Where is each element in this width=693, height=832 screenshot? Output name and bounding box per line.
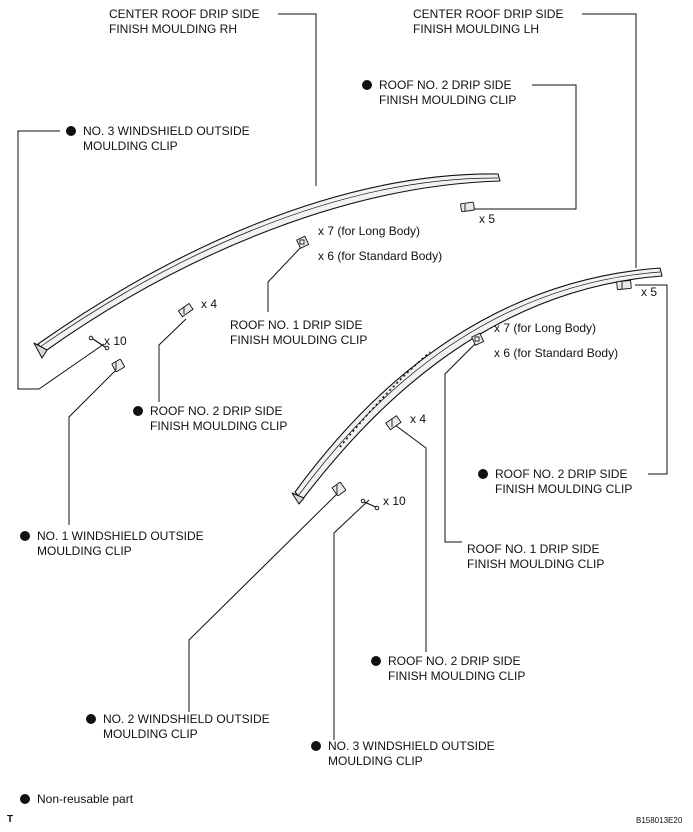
label-center-roof-drip-rh: CENTER ROOF DRIP SIDE FINISH MOULDING RH: [109, 7, 259, 37]
qty-x6-right: x 6 (for Standard Body): [494, 346, 619, 360]
non-reusable-dot-icon: [371, 656, 381, 666]
legend-text: Non-reusable part: [37, 792, 134, 806]
label-line: FINISH MOULDING LH: [413, 22, 540, 36]
label-center-roof-drip-lh: CENTER ROOF DRIP SIDE FINISH MOULDING LH: [413, 7, 563, 37]
label-line: ROOF NO. 1 DRIP SIDE: [467, 542, 600, 556]
leader-roof2-bottom: [394, 424, 427, 652]
label-line: ROOF NO. 2 DRIP SIDE: [150, 404, 283, 418]
leader-ws2: [188, 490, 341, 712]
label-line: ROOF NO. 1 DRIP SIDE: [230, 318, 363, 332]
label-ws1-clip: NO. 1 WINDSHIELD OUTSIDE MOULDING CLIP: [20, 529, 204, 559]
label-line: FINISH MOULDING CLIP: [495, 482, 633, 496]
label-ws2-clip: NO. 2 WINDSHIELD OUTSIDE MOULDING CLIP: [86, 712, 270, 742]
non-reusable-dot-icon: [478, 469, 488, 479]
label-line: MOULDING CLIP: [37, 544, 132, 558]
clip-ws2: [331, 481, 347, 497]
leader-ws3-top: [17, 130, 105, 390]
qty-x5-right: x 5: [641, 285, 658, 299]
qty-x7-right: x 7 (for Long Body): [494, 321, 597, 335]
label-line: ROOF NO. 2 DRIP SIDE: [388, 654, 521, 668]
qty-x6-top: x 6 (for Standard Body): [318, 249, 443, 263]
label-line: CENTER ROOF DRIP SIDE: [109, 7, 260, 21]
label-roof2-clip-left: ROOF NO. 2 DRIP SIDE FINISH MOULDING CLI…: [133, 404, 287, 434]
leader-roof1-left: [267, 243, 305, 312]
clip-roof2-mid: [385, 415, 402, 431]
center-roof-drip-side-finish-moulding-lh: [291, 267, 663, 505]
label-line: NO. 3 WINDSHIELD OUTSIDE: [83, 124, 250, 138]
qty-x7-top: x 7 (for Long Body): [318, 224, 421, 238]
figure-code: B158013E20: [636, 816, 683, 825]
non-reusable-dot-icon: [66, 126, 76, 136]
label-line: ROOF NO. 2 DRIP SIDE: [495, 467, 628, 481]
label-ws3-clip-bottom: NO. 3 WINDSHIELD OUTSIDE MOULDING CLIP: [311, 739, 495, 769]
leader-roof1-right: [444, 340, 479, 543]
label-line: CENTER ROOF DRIP SIDE: [413, 7, 564, 21]
clip-ws3-right: [360, 498, 380, 511]
clip-roof2-top: [460, 201, 475, 213]
leader-ws1: [68, 367, 119, 525]
clip-roof2-right-end: [616, 280, 632, 290]
qty-x4-left: x 4: [201, 297, 218, 311]
label-roof1-clip-left: ROOF NO. 1 DRIP SIDE FINISH MOULDING CLI…: [230, 318, 367, 348]
label-line: FINISH MOULDING CLIP: [230, 333, 368, 347]
qty-x10-right: x 10: [383, 494, 406, 508]
label-line: MOULDING CLIP: [83, 139, 178, 153]
label-line: MOULDING CLIP: [328, 754, 423, 768]
label-line: FINISH MOULDING CLIP: [379, 93, 517, 107]
label-line: FINISH MOULDING RH: [109, 22, 238, 36]
legend: Non-reusable part: [20, 792, 133, 807]
qty-x4-right: x 4: [410, 412, 427, 426]
label-ws3-clip-top: NO. 3 WINDSHIELD OUTSIDE MOULDING CLIP: [66, 124, 250, 154]
leader-roof2-top: [474, 84, 577, 210]
label-roof1-clip-right: ROOF NO. 1 DRIP SIDE FINISH MOULDING CLI…: [467, 542, 604, 572]
label-line: NO. 2 WINDSHIELD OUTSIDE: [103, 712, 270, 726]
leader-center-lh: [582, 13, 637, 268]
label-line: FINISH MOULDING CLIP: [150, 419, 288, 433]
leader-ws3-bottom: [333, 499, 370, 740]
label-roof2-clip-right: ROOF NO. 2 DRIP SIDE FINISH MOULDING CLI…: [478, 467, 632, 497]
corner-mark: T: [7, 814, 14, 825]
clip-ws1-left: [111, 358, 125, 372]
label-roof2-clip-bottom: ROOF NO. 2 DRIP SIDE FINISH MOULDING CLI…: [371, 654, 525, 684]
leader-roof2-left: [158, 318, 187, 402]
clip-roof1-top: [296, 235, 310, 249]
leader-roof2-right: [635, 284, 668, 475]
non-reusable-dot-icon: [20, 794, 30, 804]
label-line: ROOF NO. 2 DRIP SIDE: [379, 78, 512, 92]
label-roof2-clip-top: ROOF NO. 2 DRIP SIDE FINISH MOULDING CLI…: [362, 78, 516, 108]
qty-x10-left: x 10: [104, 334, 127, 348]
label-line: MOULDING CLIP: [103, 727, 198, 741]
clip-roof2-left: [177, 302, 194, 318]
clip-ws3-left: [88, 335, 110, 351]
label-line: FINISH MOULDING CLIP: [388, 669, 526, 683]
label-line: NO. 3 WINDSHIELD OUTSIDE: [328, 739, 495, 753]
label-line: NO. 1 WINDSHIELD OUTSIDE: [37, 529, 204, 543]
non-reusable-dot-icon: [133, 406, 143, 416]
non-reusable-dot-icon: [311, 741, 321, 751]
label-line: FINISH MOULDING CLIP: [467, 557, 605, 571]
non-reusable-dot-icon: [20, 531, 30, 541]
non-reusable-dot-icon: [362, 80, 372, 90]
clip-roof1-right: [471, 332, 485, 346]
non-reusable-dot-icon: [86, 714, 96, 724]
center-roof-drip-side-finish-moulding-rh: [33, 173, 501, 359]
leader-center-rh: [278, 13, 317, 186]
qty-x5-top: x 5: [479, 212, 496, 226]
